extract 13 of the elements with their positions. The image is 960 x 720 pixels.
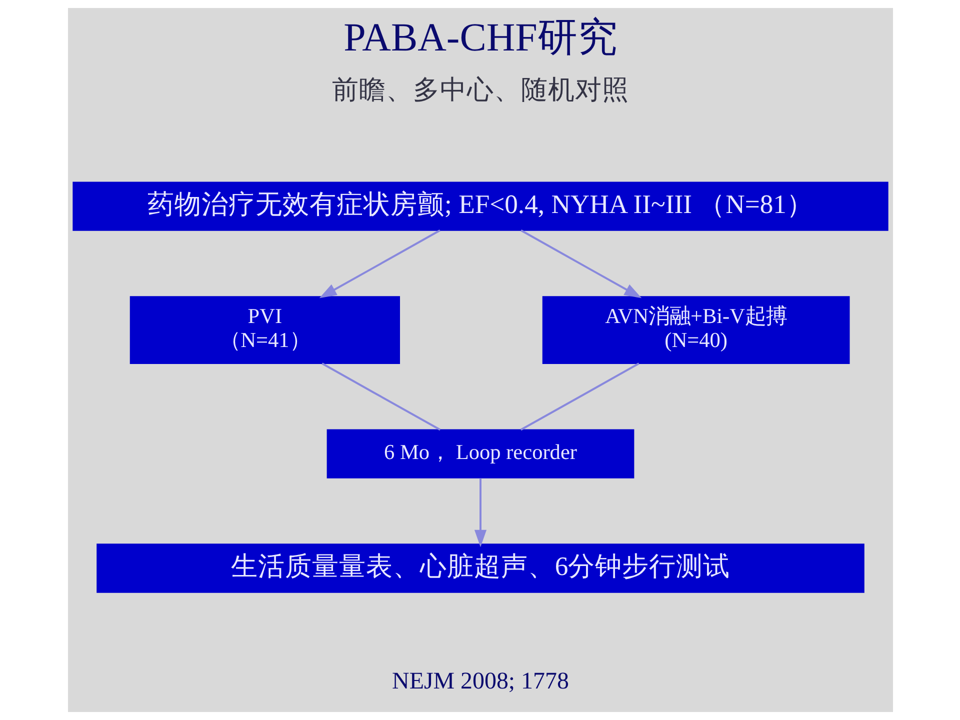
diagram-title: PABA-CHF研究	[343, 14, 617, 60]
arrow	[318, 230, 440, 298]
arrow	[474, 478, 486, 548]
arrow	[520, 230, 642, 298]
label: 前瞻、多中心、随机对照	[332, 74, 628, 105]
node-box: 6 Mo， Loop recorder	[326, 429, 634, 478]
node-box: 生活质量量表、心脏超声、6分钟步行测试	[96, 544, 864, 593]
connector	[321, 362, 440, 431]
node-box: PVI （N=41）	[129, 296, 400, 364]
label: NEJM 2008; 1778	[392, 668, 568, 695]
connector	[520, 362, 639, 431]
node-box: AVN消融+Bi-V起搏 (N=40)	[542, 296, 850, 364]
node-box: 药物治疗无效有症状房颤; EF<0.4, NYHA II~III （N=81）	[72, 182, 888, 231]
